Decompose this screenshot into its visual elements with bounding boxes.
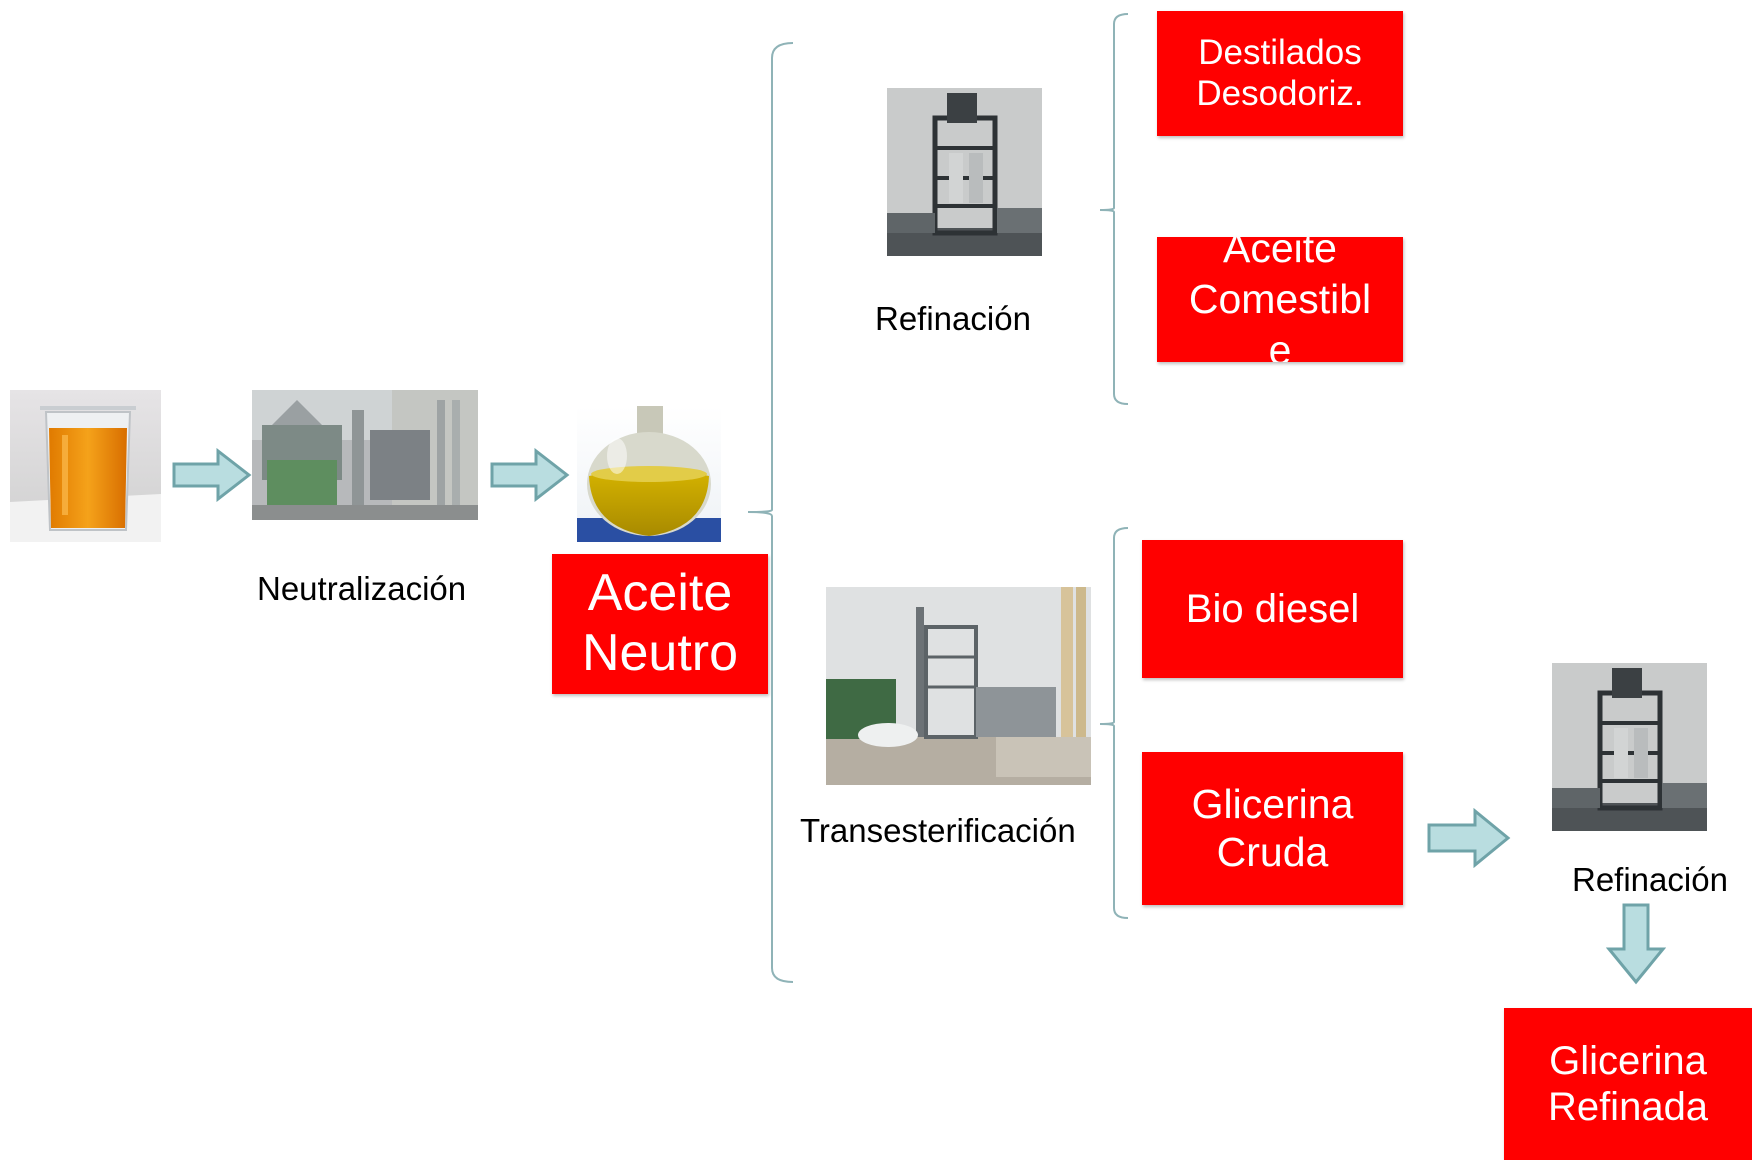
glicerina-cruda-box: Glicerina Cruda [1142, 752, 1403, 905]
aceite-neutro-box: Aceite Neutro [552, 554, 768, 694]
refining-tower-right-image [1552, 663, 1707, 831]
glicerina-refinada-box: Glicerina Refinada [1504, 1008, 1752, 1160]
lower-bracket [1098, 526, 1130, 921]
refining-tower-top-image [887, 88, 1042, 256]
box-line: Refinada [1547, 1085, 1709, 1129]
aceite-comestible-box: Aceite Comestibl e [1157, 237, 1403, 362]
box-line: Glicerina [1191, 781, 1354, 828]
box-line: Glicerina [1549, 1039, 1707, 1083]
main-bracket [745, 40, 795, 985]
arrow-right-icon [1427, 808, 1511, 868]
arrow-right-icon [490, 448, 570, 502]
box-line: Desodoriz. [1196, 73, 1364, 113]
box-line: e [1268, 327, 1292, 362]
box-line: Neutro [581, 624, 739, 682]
transesterification-plant-image [826, 587, 1091, 785]
flask-image [577, 406, 721, 542]
neutralizacion-label: Neutralización [257, 570, 467, 607]
box-line: Comestibl [1188, 275, 1372, 322]
box-line: Aceite [1223, 237, 1337, 271]
box-line: Bio diesel [1185, 587, 1360, 631]
refinacion-right-label: Refinación [1572, 861, 1728, 898]
box-line: Destilados [1198, 33, 1362, 73]
transesterificacion-label: Transesterificación [800, 812, 1076, 849]
arrow-right-icon [172, 448, 252, 502]
arrow-down-icon [1606, 903, 1666, 985]
neutralization-plant-image [252, 390, 478, 520]
box-line: Cruda [1216, 828, 1329, 875]
upper-bracket [1098, 12, 1130, 407]
bio-diesel-box: Bio diesel [1142, 540, 1403, 678]
beaker-image [10, 390, 161, 542]
box-line: Aceite [587, 564, 733, 623]
destilados-box: Destilados Desodoriz. [1157, 11, 1403, 136]
refinacion-top-label: Refinación [875, 300, 1031, 337]
